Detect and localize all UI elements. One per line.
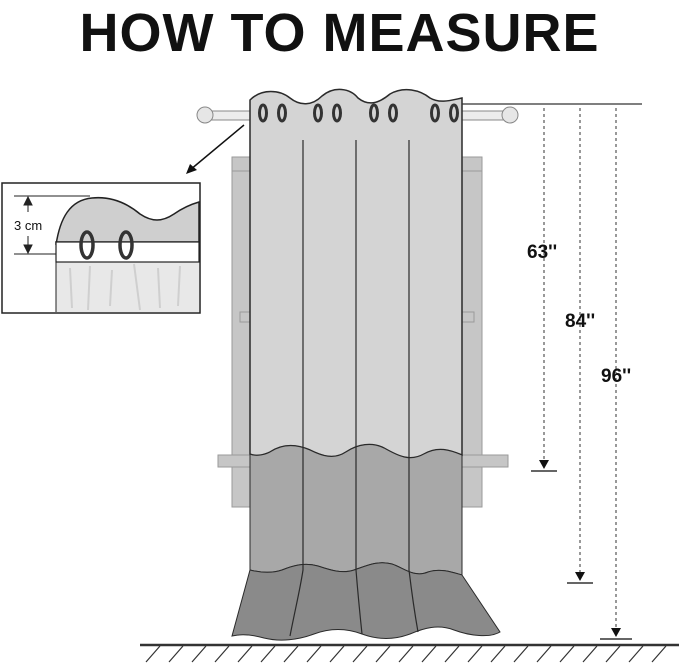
measure-label-63: 63'' (527, 242, 557, 263)
inset-pointer (186, 124, 245, 174)
arrow-84 (575, 572, 585, 581)
floor-hatch-mark (582, 645, 598, 663)
floor-hatch-mark (490, 645, 506, 663)
floor-hatch-mark (191, 645, 207, 663)
floor-hatch-mark (421, 645, 437, 663)
floor-hatch-mark (513, 645, 529, 663)
floor-hatch-mark (375, 645, 391, 663)
curtain-panel (231, 88, 501, 641)
arrow-63 (539, 460, 549, 469)
floor-hatch-mark (283, 645, 299, 663)
inset-3cm-label: 3 cm (14, 218, 42, 233)
floor-hatch-mark (168, 645, 184, 663)
page-title: HOW TO MEASURE (79, 3, 600, 63)
floor-hatch-mark (329, 645, 345, 663)
grommets (258, 103, 459, 123)
floor-hatch-mark (214, 645, 230, 663)
measurement-guides (462, 103, 642, 640)
floor (140, 643, 679, 663)
floor-hatch-mark (536, 645, 552, 663)
measure-label-96: 96'' (601, 366, 631, 387)
arrow-96 (611, 628, 621, 637)
header-detail-inset: 3 cm (1, 182, 201, 314)
rod-finial-right (501, 106, 519, 124)
floor-hatch-mark (237, 645, 253, 663)
floor-hatch-mark (605, 645, 621, 663)
floor-hatch-mark (145, 645, 161, 663)
floor-hatch-mark (444, 645, 460, 663)
floor-hatch-mark (467, 645, 483, 663)
floor-hatch-mark (306, 645, 322, 663)
floor-hatch-mark (352, 645, 368, 663)
measure-label-84: 84'' (565, 311, 595, 332)
floor-hatch-mark (651, 645, 667, 663)
floor-hatch-mark (628, 645, 644, 663)
floor-hatch-mark (398, 645, 414, 663)
rod-finial-left (196, 106, 214, 124)
floor-hatch-mark (260, 645, 276, 663)
curtain-lower (231, 562, 501, 641)
floor-hatch-mark (559, 645, 575, 663)
